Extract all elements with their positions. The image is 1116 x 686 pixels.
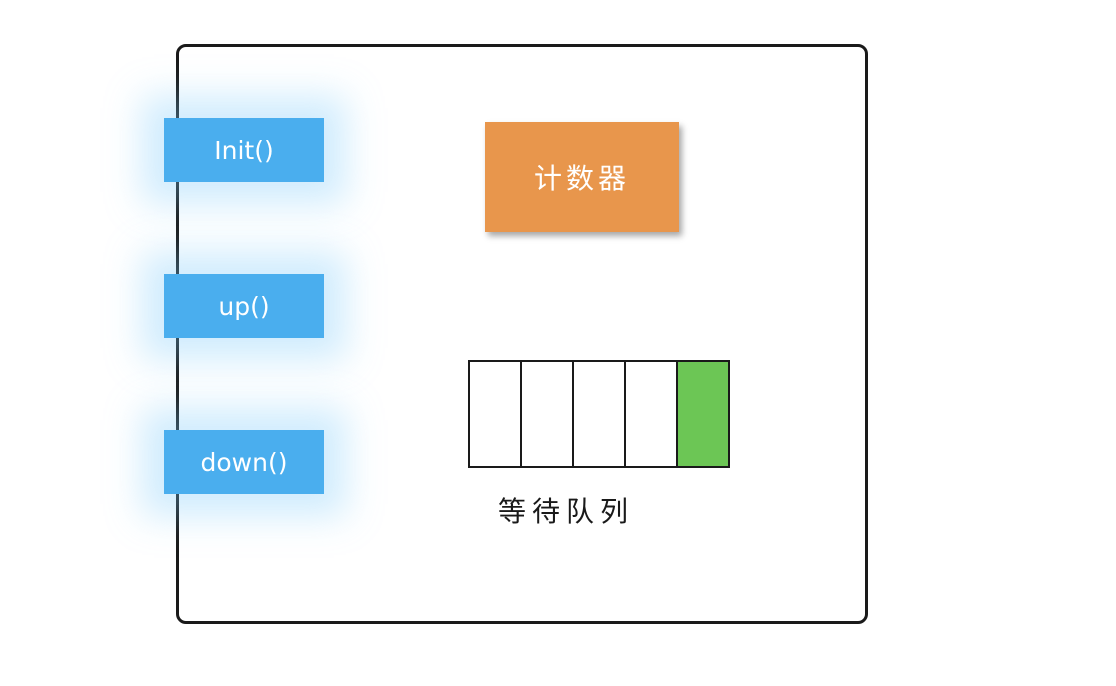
wait-queue-label: 等待队列 [498,495,635,528]
down-method[interactable]: down() [164,430,324,494]
queue-slot [678,362,728,466]
init-method[interactable]: Init() [164,118,324,182]
queue-slot [470,362,522,466]
queue-slot [626,362,678,466]
wait-queue [468,360,730,468]
queue-slot [574,362,626,466]
counter-box: 计数器 [485,122,679,232]
up-method[interactable]: up() [164,274,324,338]
queue-slot [522,362,574,466]
